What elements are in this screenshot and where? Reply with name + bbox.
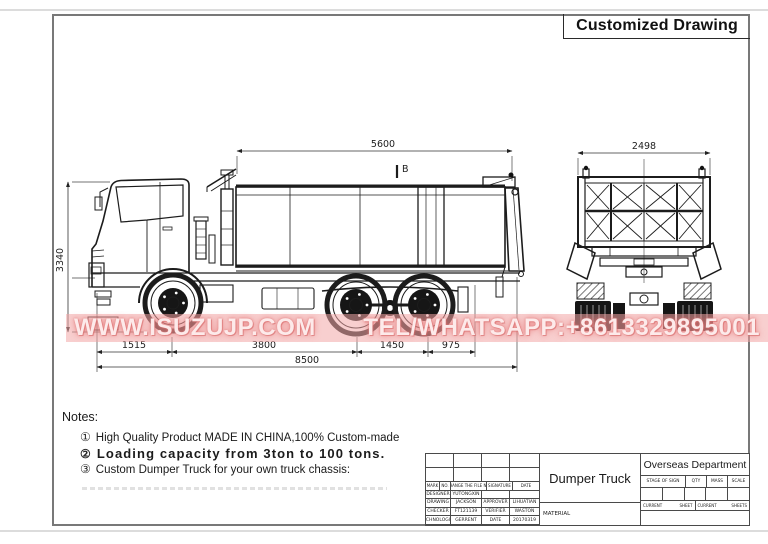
note-item-3: ③ Custom Dumper Truck for your own truck… — [80, 462, 399, 478]
truck-side-view — [87, 168, 525, 337]
hydraulic-cylinder — [220, 188, 234, 266]
dim-wheelbase-1: 3800 — [252, 340, 276, 351]
department-name: Overseas Department — [641, 454, 749, 476]
title-block: MARK NO. CHANGE THE FILE NO. SIGNATURE D… — [425, 453, 750, 526]
note-3-number: ③ — [80, 462, 91, 476]
note-2-text: Loading capacity from 3ton to 100 tons. — [96, 446, 386, 461]
stage-values-row — [641, 488, 749, 501]
sheet-info-row: CURRENT SHEET CURRENT SHEETS — [641, 501, 749, 511]
dim-wheelbase-2: 1450 — [380, 340, 404, 351]
drawing-title: Customized Drawing — [576, 17, 738, 34]
dump-body — [206, 168, 525, 298]
title-block-signatures: MARK NO. CHANGE THE FILE NO. SIGNATURE D… — [426, 454, 539, 525]
hoist-and-stacks — [193, 169, 234, 266]
note-item-2: ② Loading capacity from 3ton to 100 tons… — [80, 446, 399, 462]
material-label: MATERIAL — [543, 511, 571, 517]
note-1-text: High Quality Product MADE IN CHINA,100% … — [95, 432, 400, 444]
title-block-row-checker: CHECKER FT121139 VERIFIER WASTON — [426, 507, 539, 517]
dim-body-length: 5600 — [371, 139, 395, 150]
stage-header-row: STAGE OF SIGN QTY MASS SCALE — [641, 476, 749, 488]
title-block-header-row: MARK NO. CHANGE THE FILE NO. SIGNATURE D… — [426, 482, 539, 491]
drawing-title-box: Customized Drawing — [563, 14, 750, 39]
dim-overall-length: 8500 — [295, 355, 319, 366]
section-marker-label: B — [402, 164, 409, 175]
tailgate — [504, 187, 525, 272]
title-block-row-designer: DESIGNER YUTONGXIN — [426, 490, 539, 500]
title-block-row-drawing: DRAWING JACKSON APPROVER LIHUATIAN — [426, 499, 539, 508]
notes-section: Notes: ① High Quality Product MADE IN CH… — [62, 410, 399, 490]
page-top-edge — [0, 9, 768, 11]
title-block-department: Overseas Department STAGE OF SIGN QTY MA… — [641, 454, 749, 525]
dim-front-overhang: 1515 — [122, 340, 146, 351]
mud-flap — [457, 286, 469, 313]
technical-drawing-canvas: 5600 B 3340 1515 3800 1450 975 8500 — [55, 139, 722, 372]
fuel-tank — [261, 287, 315, 310]
dim-rear-width: 2498 — [632, 141, 656, 152]
title-block-row-technologist: TECHNOLOGIST GERRENT DATE 20170319 — [426, 516, 539, 525]
title-block-product: Dumper Truck MATERIAL — [539, 454, 641, 525]
rear-body-x-bracing — [586, 184, 702, 240]
dimension-lines-rear-view: 2498 — [577, 141, 711, 175]
front-fender-arch — [138, 268, 208, 304]
notes-heading: Notes: — [62, 410, 99, 424]
page-bottom-edge — [0, 530, 768, 532]
leaf-spring — [321, 286, 459, 292]
note-3-text: Custom Dumper Truck for your own truck c… — [95, 464, 351, 476]
title-block-bottom-empty — [641, 511, 749, 525]
front-wheel — [142, 272, 204, 334]
dim-overall-height: 3340 — [55, 248, 66, 272]
product-name: Dumper Truck — [540, 454, 640, 503]
title-block-empty-grid-row — [426, 454, 539, 468]
dim-rear-overhang: 975 — [442, 340, 460, 351]
truck-rear-view: 2498 — [566, 141, 722, 331]
rear-mud-flap-right — [692, 241, 722, 281]
cab — [88, 178, 208, 306]
watermark-site: WWW.ISUZUJP.COM — [74, 314, 316, 341]
sheet-border-frame — [52, 14, 750, 526]
note-2-number: ② — [80, 447, 92, 461]
watermark-banner: WWW.ISUZUJP.COM TEL/WHATSAPP:+8613329895… — [66, 314, 768, 342]
note-1-number: ① — [80, 430, 91, 444]
watermark-contact: TEL/WHATSAPP:+8613329895001 — [363, 314, 760, 341]
note-item-1: ① High Quality Product MADE IN CHINA,100… — [80, 430, 399, 446]
title-block-empty-grid-row — [426, 468, 539, 482]
rear-mud-flap-left — [566, 241, 596, 281]
faded-annotation-line — [82, 487, 387, 490]
